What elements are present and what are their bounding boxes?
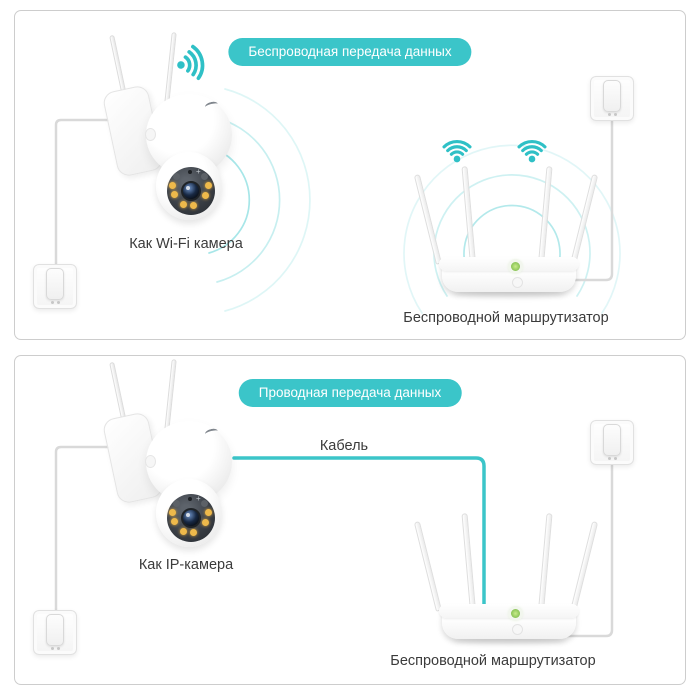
light-led — [180, 528, 187, 535]
power-outlet — [33, 264, 77, 309]
camera-lens — [181, 508, 201, 528]
ip-camera: + — [98, 355, 258, 570]
wifi-signal-icon — [168, 32, 228, 92]
camera-antenna-left — [109, 34, 127, 97]
light-led — [205, 509, 212, 516]
light-led — [202, 192, 209, 199]
light-led — [190, 529, 197, 536]
router-antenna — [461, 166, 476, 265]
router-status-led — [511, 262, 520, 271]
router-antenna — [538, 166, 553, 265]
outlet-plug — [46, 268, 64, 300]
light-led — [202, 519, 209, 526]
wireless-router — [413, 507, 599, 647]
router-status-led — [511, 609, 520, 618]
power-outlet — [590, 76, 634, 121]
router-logo — [512, 277, 523, 288]
light-led — [171, 191, 178, 198]
ir-led — [173, 173, 180, 180]
badge-wired: Проводная передача данных — [238, 379, 462, 407]
router-logo — [512, 624, 523, 635]
camera-label: Как Wi-Fi камера — [129, 236, 243, 252]
outlet-plug — [603, 424, 621, 456]
ethernet-cable — [232, 456, 486, 612]
camera-logo — [204, 100, 219, 111]
ir-led — [201, 500, 208, 507]
camera-mic-dot — [188, 497, 192, 501]
power-outlet — [590, 420, 634, 465]
wifi-camera: + — [98, 28, 258, 243]
camera-side-button — [145, 455, 156, 468]
light-led — [205, 182, 212, 189]
camera-lens — [181, 181, 201, 201]
ir-led — [201, 173, 208, 180]
wireless-router — [413, 160, 599, 300]
router-body — [439, 604, 579, 639]
light-led — [169, 182, 176, 189]
camera-logo — [204, 427, 219, 438]
camera-plus-mark: + — [196, 494, 201, 503]
camera-mic-dot — [188, 170, 192, 174]
camera-plus-mark: + — [196, 167, 201, 176]
camera-face: + — [167, 167, 215, 215]
ir-led — [173, 500, 180, 507]
wifi-signal-icon — [511, 124, 553, 166]
camera-antenna-left — [109, 361, 127, 424]
camera-face: + — [167, 494, 215, 542]
light-led — [180, 201, 187, 208]
router-body — [439, 257, 579, 292]
light-led — [169, 509, 176, 516]
camera-signal-arcs — [208, 88, 311, 312]
router-antenna — [461, 513, 476, 612]
light-led — [190, 202, 197, 209]
outlet-plug — [46, 614, 64, 646]
router-antenna — [538, 513, 553, 612]
camera-side-button — [145, 128, 156, 141]
cable-label: Кабель — [319, 438, 369, 454]
power-outlet — [33, 610, 77, 655]
camera-label: Как IP-камера — [138, 557, 234, 573]
outlet-plug — [603, 80, 621, 112]
router-label: Беспроводной маршрутизатор — [403, 310, 609, 326]
router-label: Беспроводной маршрутизатор — [390, 653, 596, 669]
wifi-signal-icon — [436, 124, 478, 166]
badge-wireless: Беспроводная передача данных — [228, 38, 472, 66]
power-cables — [54, 113, 614, 638]
light-led — [171, 518, 178, 525]
